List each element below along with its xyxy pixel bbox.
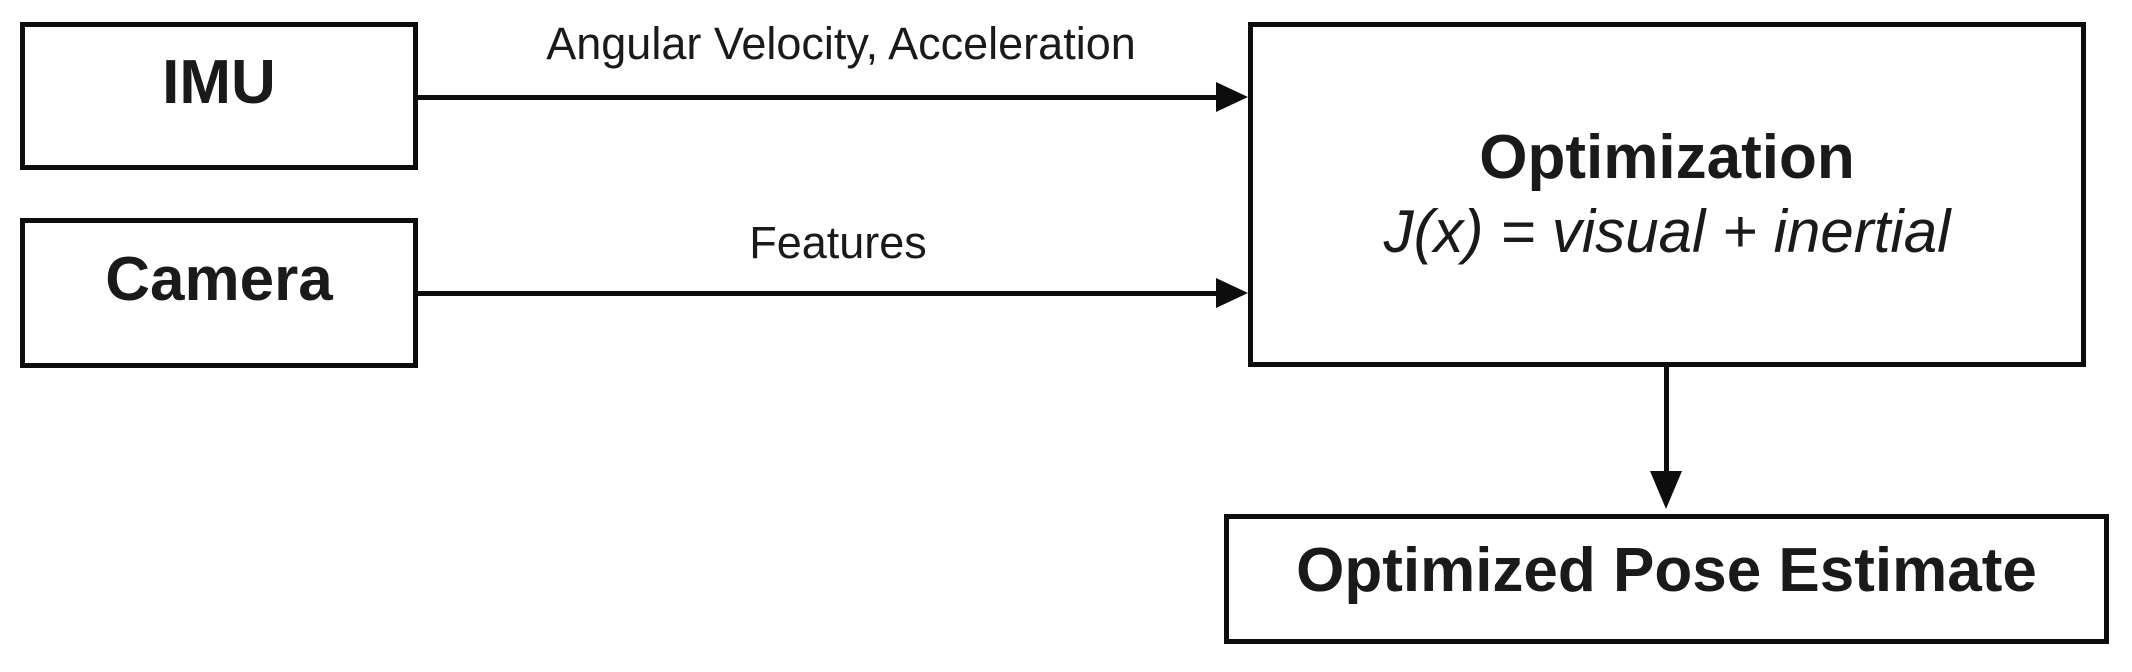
node-camera-label: Camera [105, 245, 333, 315]
node-optimization: Optimization J(x) = visual + inertial [1248, 22, 2086, 367]
node-camera: Camera [20, 218, 418, 368]
arrowhead-right-icon [1216, 278, 1248, 308]
node-optimization-title: Optimization [1479, 122, 1855, 192]
edge-label-features: Features [749, 217, 927, 268]
edge-label-angular-velocity-acceleration: Angular Velocity, Acceleration [546, 18, 1136, 69]
arrow-imu-to-optimization [417, 95, 1218, 100]
node-imu: IMU [20, 22, 418, 170]
node-imu-label: IMU [162, 48, 276, 118]
node-optimization-formula: J(x) = visual + inertial [1383, 197, 1951, 265]
arrowhead-down-icon [1650, 471, 1682, 509]
node-output: Optimized Pose Estimate [1224, 514, 2109, 644]
arrowhead-right-icon [1216, 82, 1248, 112]
arrow-optimization-to-output [1664, 367, 1669, 475]
arrow-camera-to-optimization [417, 291, 1218, 296]
node-output-label: Optimized Pose Estimate [1296, 536, 2037, 606]
